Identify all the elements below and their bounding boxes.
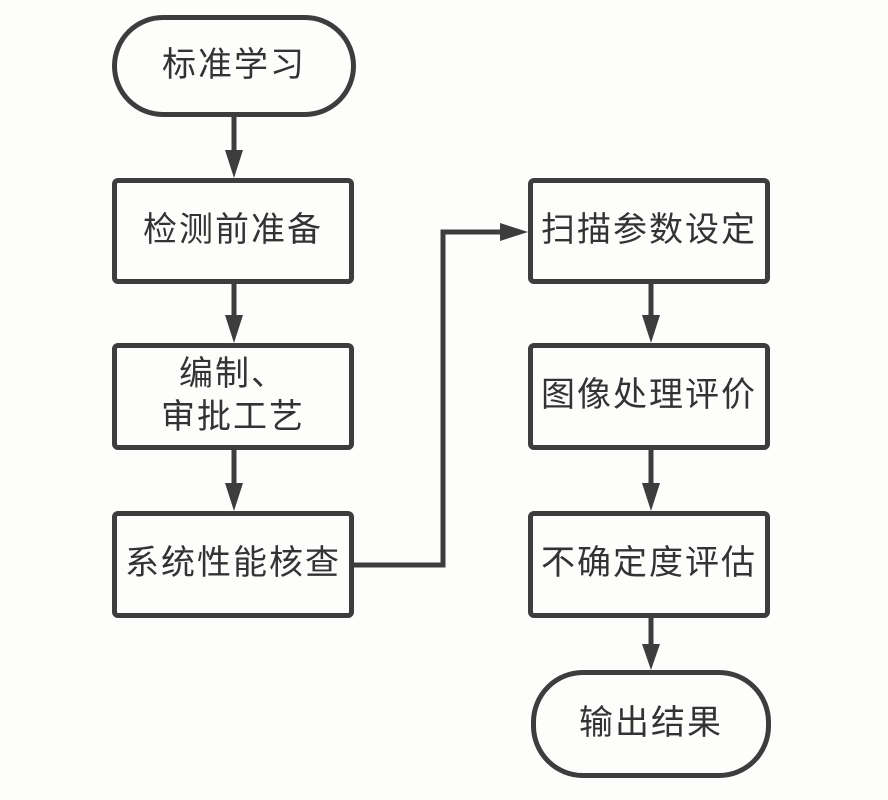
node-standard-learning-label: 标准学习 (162, 46, 306, 84)
node-output-result: 输出结果 (531, 670, 771, 778)
node-output-result-label: 输出结果 (579, 704, 723, 742)
edge-compile-to-check-arrow (225, 449, 243, 511)
edge-standard-to-preparation-arrow (225, 116, 243, 178)
edge-uncertainty-to-output-arrow (642, 617, 660, 670)
node-system-performance-check: 系统性能核查 (112, 511, 354, 618)
edge-check-to-scan-elbow-arrow (354, 223, 528, 568)
node-compile-approve-procedure-line1: 编制、 (179, 356, 287, 393)
node-pre-inspection-preparation-label: 检测前准备 (143, 211, 323, 249)
node-image-processing-evaluation: 图像处理评价 (528, 343, 770, 450)
node-scan-parameter-setting-label: 扫描参数设定 (541, 211, 757, 249)
edge-image-to-uncertainty-arrow (642, 449, 660, 511)
node-compile-approve-procedure-line2: 审批工艺 (161, 398, 305, 436)
node-uncertainty-assessment: 不确定度评估 (528, 511, 770, 618)
node-standard-learning: 标准学习 (112, 15, 356, 117)
node-pre-inspection-preparation: 检测前准备 (112, 178, 354, 284)
node-system-performance-check-label: 系统性能核查 (125, 545, 341, 583)
edge-scan-to-image-arrow (642, 283, 660, 343)
node-compile-approve-procedure: 编制、 审批工艺 (112, 343, 354, 450)
node-scan-parameter-setting: 扫描参数设定 (528, 178, 770, 284)
node-uncertainty-assessment-label: 不确定度评估 (541, 545, 757, 583)
node-image-processing-evaluation-label: 图像处理评价 (541, 377, 757, 415)
edge-preparation-to-compile-arrow (225, 283, 243, 343)
